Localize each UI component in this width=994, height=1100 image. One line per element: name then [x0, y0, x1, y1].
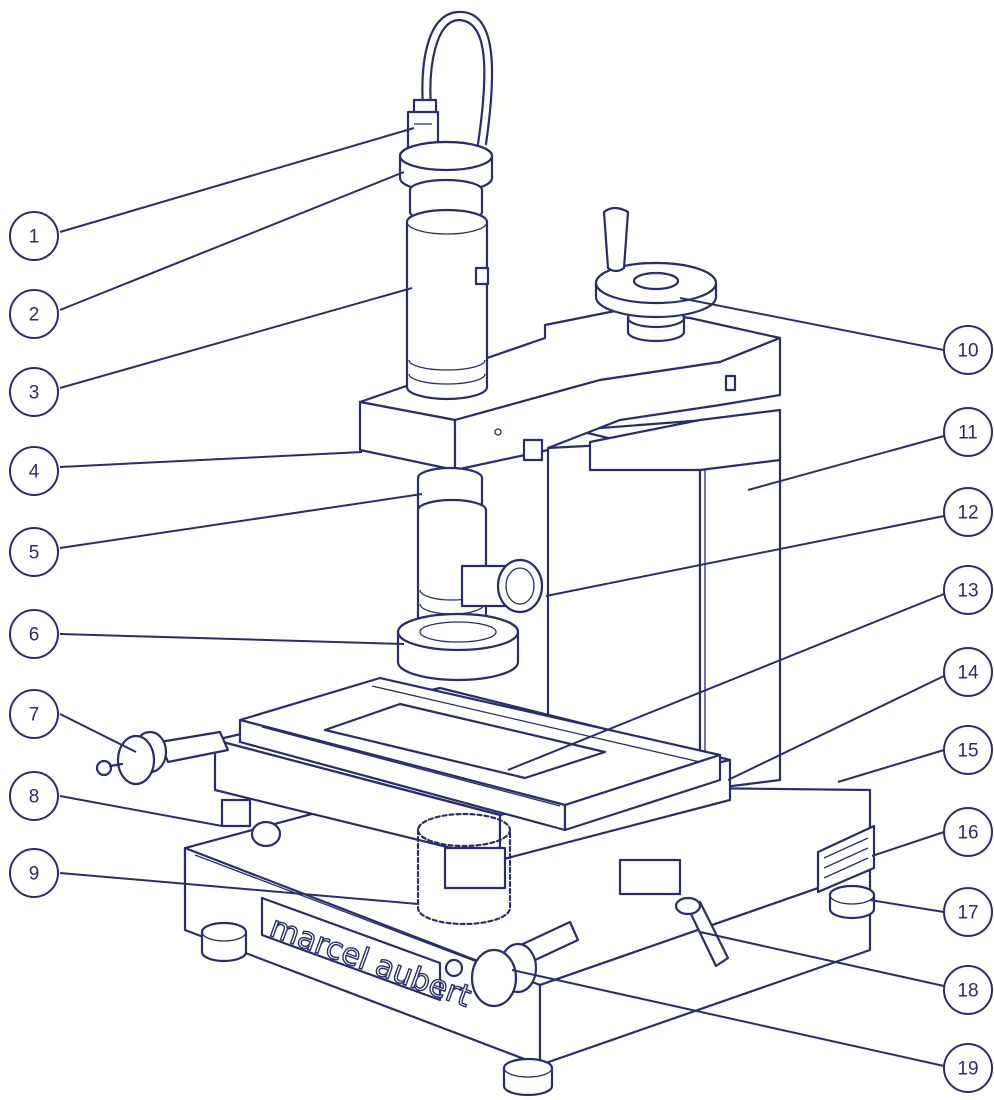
- callout-11-number: 11: [958, 423, 978, 444]
- callout-10: 10: [943, 325, 993, 375]
- callout-15: 15: [943, 725, 993, 775]
- ring-light: [396, 612, 520, 682]
- callout-1-number: 1: [29, 227, 40, 248]
- callout-5: 5: [9, 527, 59, 577]
- rating-plate: [816, 824, 876, 894]
- callout-12-number: 12: [957, 503, 978, 524]
- callout-10-number: 10: [957, 341, 978, 362]
- leader-lines: [59, 127, 945, 1067]
- callout-4: 4: [9, 446, 59, 496]
- callout-8: 8: [9, 771, 59, 821]
- camera-tube: [405, 208, 490, 401]
- callout-18: 18: [943, 965, 993, 1015]
- camera-connector: [406, 98, 440, 150]
- callout-3: 3: [9, 367, 59, 417]
- callout-3-number: 3: [29, 383, 40, 404]
- callout-9-number: 9: [29, 864, 40, 885]
- callout-13-number: 13: [957, 581, 978, 602]
- callout-16: 16: [943, 807, 993, 857]
- callout-9: 9: [9, 848, 59, 898]
- transmitted-light: [416, 812, 512, 926]
- micrometer-x: [95, 730, 230, 786]
- callout-19: 19: [943, 1043, 993, 1093]
- callout-18-number: 18: [957, 981, 978, 1002]
- callout-8-number: 8: [29, 787, 40, 808]
- callout-2: 2: [9, 289, 59, 339]
- foot-front: [502, 1057, 554, 1097]
- stage: [213, 676, 732, 862]
- callout-5-number: 5: [29, 543, 40, 564]
- callout-1: 1: [9, 211, 59, 261]
- callout-7: 7: [9, 689, 59, 739]
- callout-19-number: 19: [957, 1059, 978, 1080]
- callout-6: 6: [9, 609, 59, 659]
- micrometer-y: [444, 920, 580, 1008]
- callout-11: 11: [943, 407, 993, 457]
- camera-cable: [421, 10, 494, 146]
- callout-16-number: 16: [957, 823, 978, 844]
- callout-17-number: 17: [957, 903, 978, 924]
- foot-left: [200, 921, 248, 963]
- stage-lock: [220, 798, 282, 848]
- callout-4-number: 4: [29, 462, 40, 483]
- callout-14-number: 14: [957, 663, 979, 684]
- callout-6-number: 6: [29, 625, 40, 646]
- callout-2-number: 2: [29, 305, 40, 326]
- callout-12: 12: [943, 487, 993, 537]
- callout-14: 14: [943, 647, 993, 697]
- focus-handwheel: [594, 206, 718, 343]
- callout-15-number: 15: [957, 741, 978, 762]
- foot-right: [828, 884, 876, 920]
- callout-17: 17: [943, 887, 993, 937]
- callout-13: 13: [943, 565, 993, 615]
- callout-7-number: 7: [29, 705, 40, 726]
- illuminator-side: [460, 558, 544, 614]
